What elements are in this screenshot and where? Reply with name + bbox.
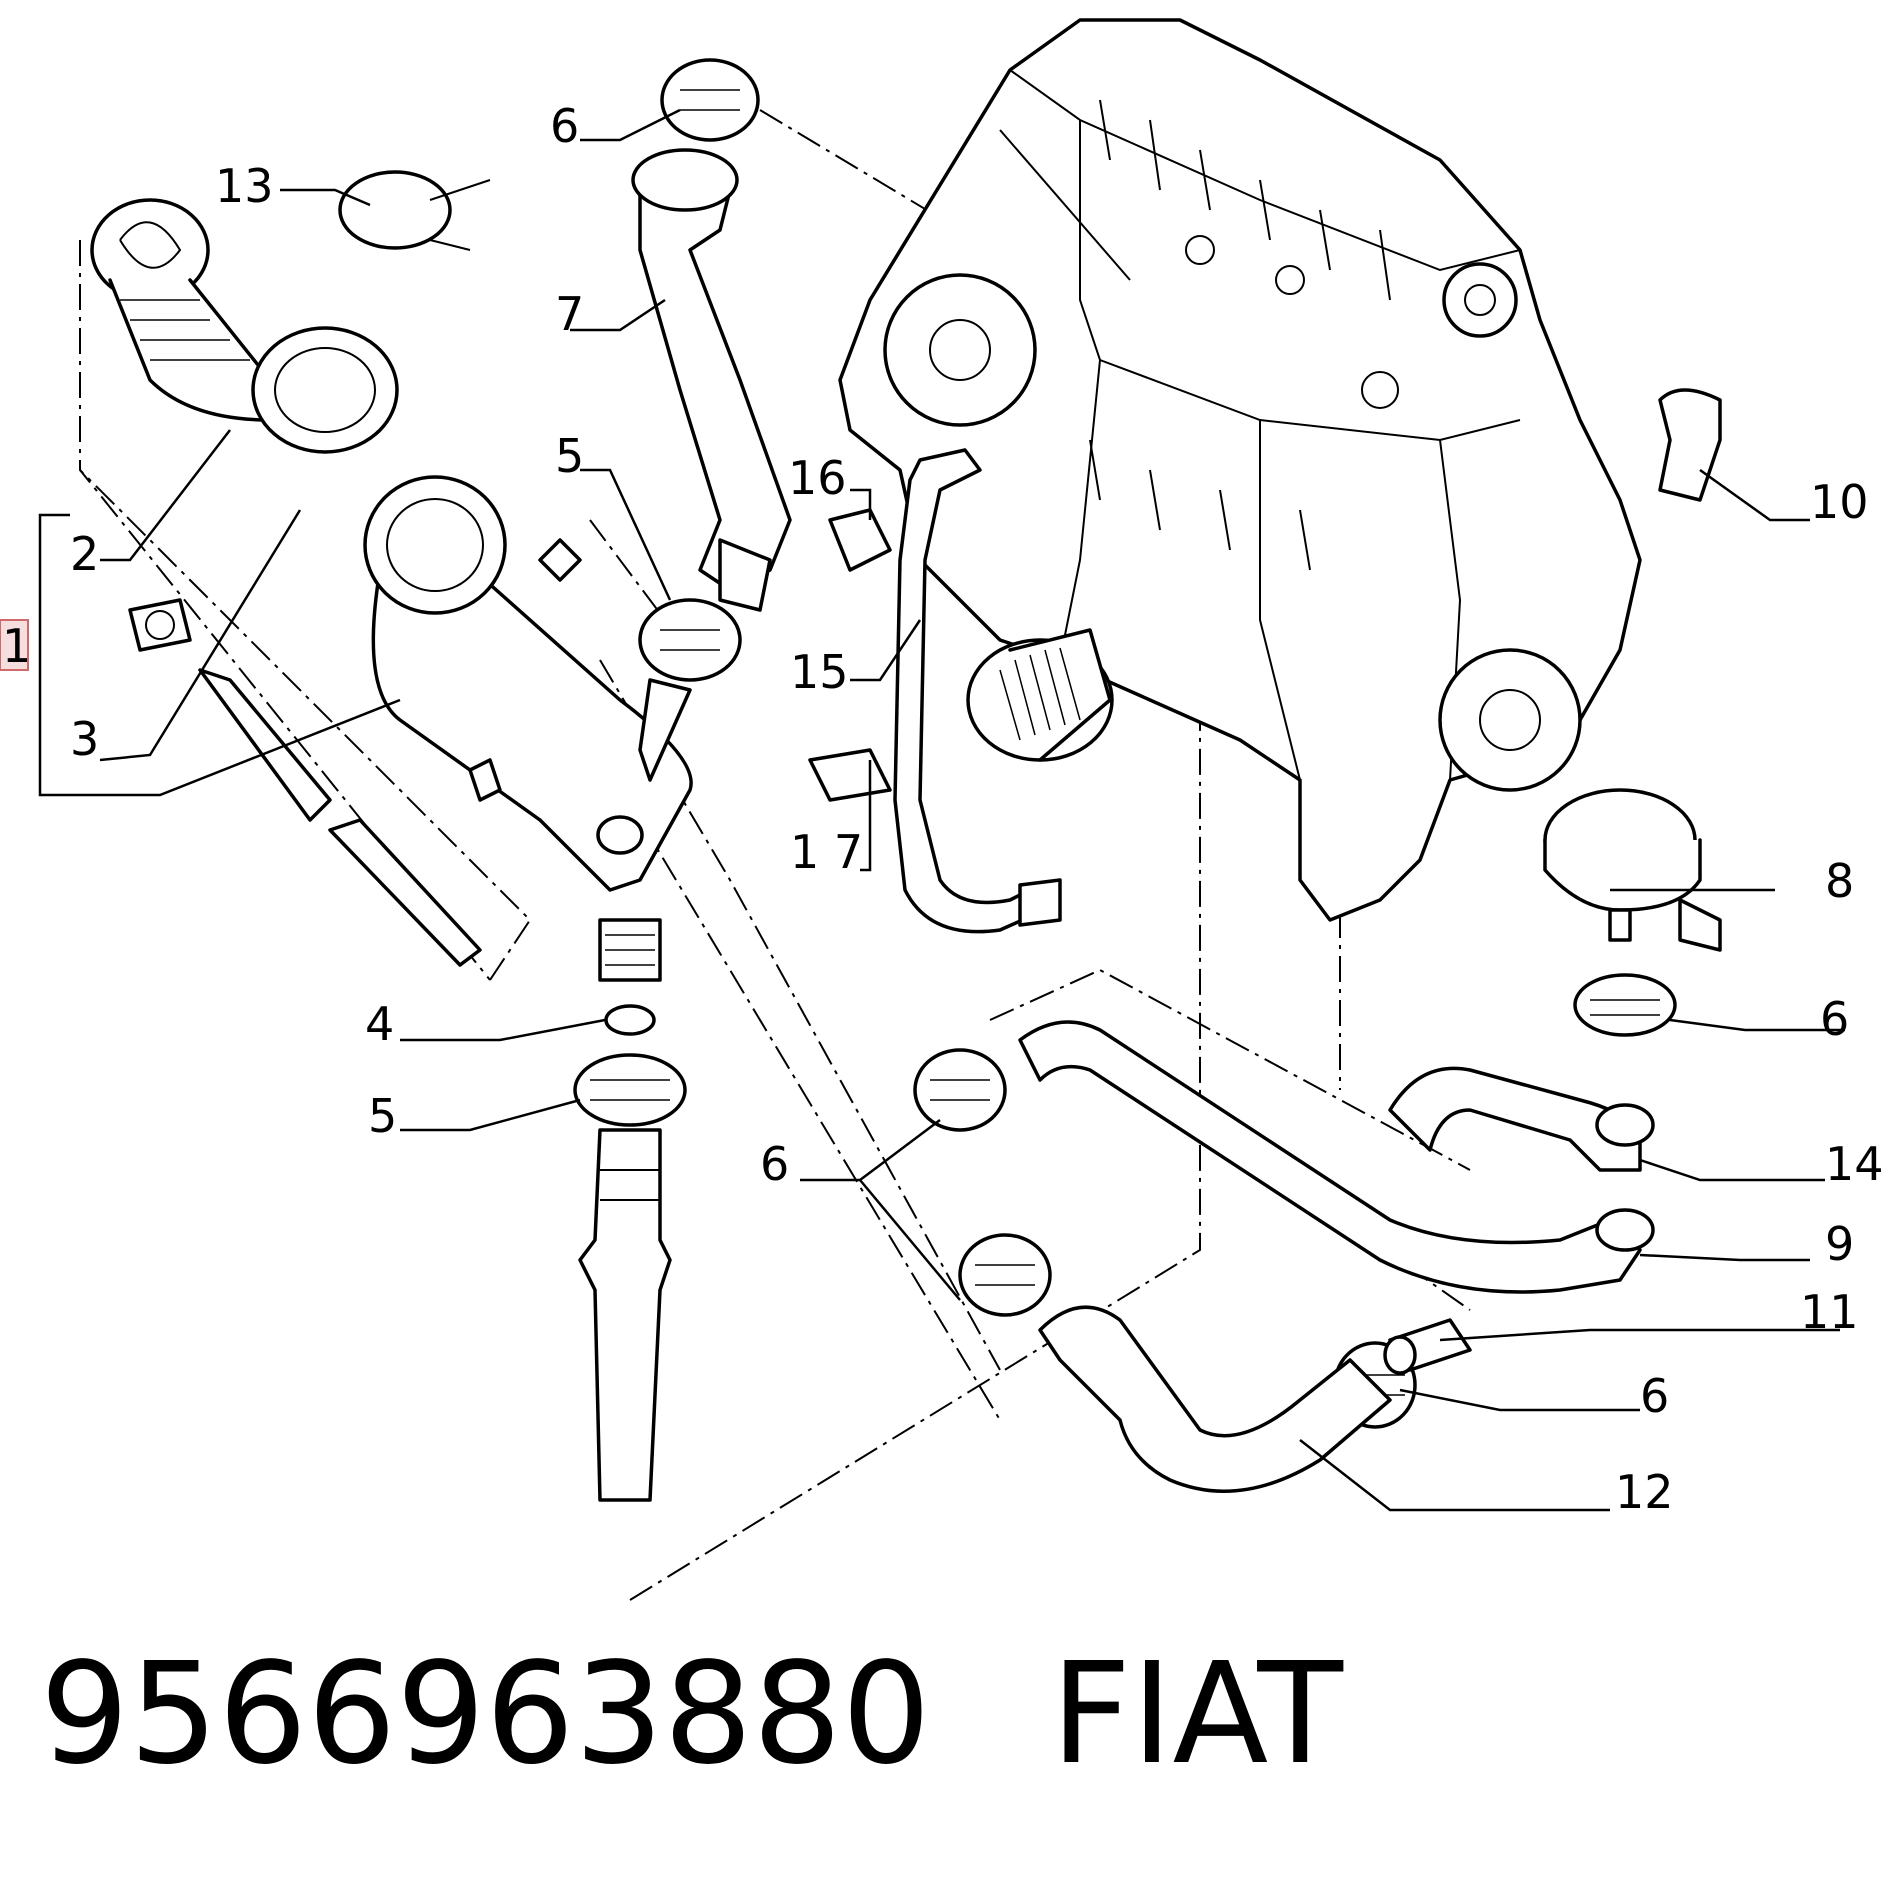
callout-1-highlight — [0, 619, 29, 671]
leader-lines — [38, 108, 1845, 1512]
callout-10: 10 — [1810, 475, 1869, 529]
brand-name: FIAT — [1050, 1633, 1343, 1796]
oil-filler-assembly — [90, 198, 693, 982]
part-number: 9566963880 — [40, 1633, 931, 1796]
callouts: 1 2 3 4 5 5 6 6 6 6 7 8 9 10 11 12 13 14… — [0, 99, 1884, 1519]
callout-15: 15 — [790, 645, 849, 699]
callout-2: 2 — [70, 527, 99, 581]
dipstick — [128, 598, 482, 967]
callout-7: 7 — [555, 287, 584, 341]
callout-3: 3 — [70, 712, 99, 766]
callout-14: 14 — [1825, 1137, 1884, 1191]
callout-9: 9 — [1825, 1217, 1854, 1271]
callout-4: 4 — [365, 997, 394, 1051]
hose-end — [1595, 1208, 1655, 1252]
callout-5: 5 — [368, 1089, 397, 1143]
callout-6: 6 — [1640, 1369, 1669, 1423]
callout-6: 6 — [1820, 992, 1849, 1046]
callout-11: 11 — [1800, 1285, 1859, 1339]
callout-13: 13 — [215, 159, 274, 213]
hose-connector-end — [1383, 1335, 1417, 1375]
callout-6: 6 — [760, 1137, 789, 1191]
callout-16: 16 — [788, 451, 847, 505]
heater-hose — [1018, 1020, 1642, 1294]
callout-8: 8 — [1825, 854, 1854, 908]
threaded-fitting — [1658, 388, 1722, 502]
engine-block — [838, 18, 1642, 922]
o-ring — [604, 1004, 656, 1036]
coolant-hose — [1038, 1305, 1392, 1493]
vacuum-valve — [1543, 788, 1722, 952]
callout-12: 12 — [1615, 1465, 1674, 1519]
breather-hose — [631, 148, 792, 612]
hose-end — [1595, 1103, 1655, 1147]
lower-guide-tube — [578, 1128, 672, 1502]
callout-1: 1 — [2, 619, 31, 673]
callout-6: 6 — [550, 99, 579, 153]
callout-17: 1 7 — [790, 825, 863, 879]
callout-5: 5 — [555, 429, 584, 483]
